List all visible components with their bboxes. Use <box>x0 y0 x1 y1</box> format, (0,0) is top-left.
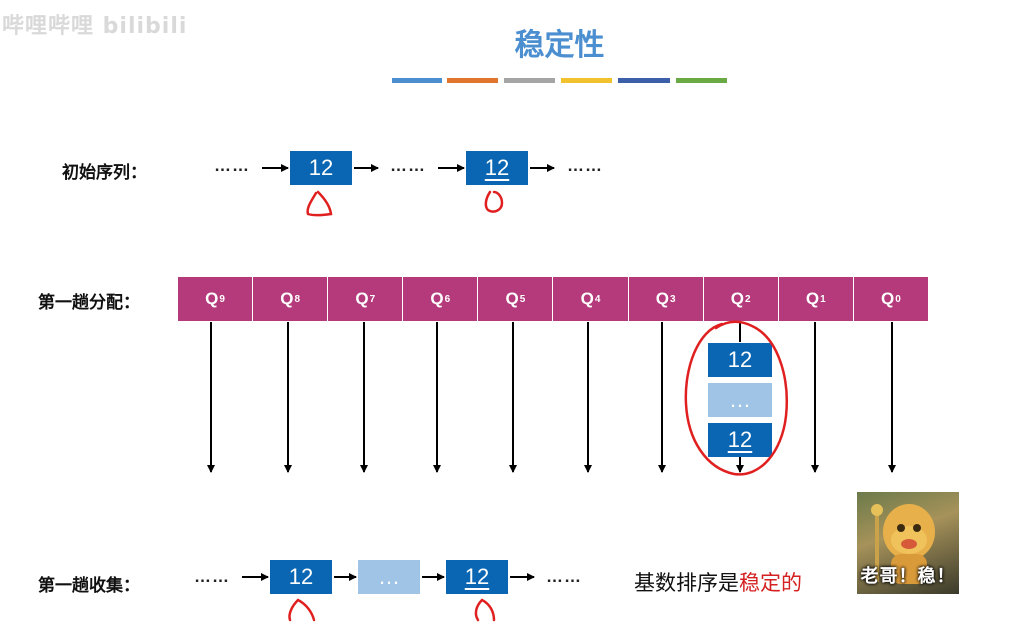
q2-record-top: 12 <box>708 343 772 377</box>
record-value-underlined: 12 <box>727 427 753 452</box>
color-bar-segment <box>676 78 727 83</box>
watermark: 哔哩哔哩 bilibili <box>2 14 188 39</box>
ellipsis: …… <box>390 156 426 175</box>
queue-index: 4 <box>594 293 601 305</box>
queue-index: 6 <box>444 293 451 305</box>
queue-index: 5 <box>519 293 526 305</box>
record-value: 12 <box>727 347 753 372</box>
red-circle-mark <box>684 320 788 476</box>
queue-name: Q <box>880 289 895 308</box>
record-value: 12 <box>288 564 314 589</box>
color-bar-segment <box>561 78 612 83</box>
ellipsis: …… <box>214 156 250 175</box>
color-bar-segment <box>392 78 442 83</box>
red-handwritten-mark <box>484 190 504 213</box>
queue-name: Q <box>805 289 820 308</box>
record-value: 12 <box>308 155 334 180</box>
record-value-underlined: 12 <box>464 564 490 589</box>
queue-name: Q <box>580 289 594 308</box>
meme-caption: 老哥！稳！ <box>860 566 956 587</box>
ellipsis: …… <box>194 567 230 586</box>
color-bar-segment <box>618 78 670 83</box>
meme-image: 老哥！稳！ <box>857 492 959 594</box>
record-value-underlined: 12 <box>484 155 510 180</box>
conclusion-highlight: 稳定的 <box>739 571 802 595</box>
red-handwritten-mark <box>474 598 496 622</box>
first-collection-label: 第一趟收集： <box>38 576 140 596</box>
q2-record-bottom: 12 <box>708 423 772 457</box>
initial-sequence-label: 初始序列： <box>62 163 147 183</box>
queue-name: Q <box>280 289 294 308</box>
color-bar-segment <box>504 78 555 83</box>
conclusion-text: 基数排序是稳定的 <box>634 567 802 597</box>
ellipsis: …… <box>546 567 582 586</box>
conclusion-prefix: 基数排序是 <box>634 571 739 595</box>
queue-index: 0 <box>895 293 901 305</box>
q2-record-middle: … <box>708 383 772 417</box>
queue-name: Q <box>505 289 519 308</box>
queue-index: 9 <box>219 293 225 305</box>
record-ellipsis: … <box>729 387 751 412</box>
page-title: 稳定性 <box>514 28 605 63</box>
collected-record-middle: … <box>358 560 420 594</box>
queue-index: 2 <box>745 293 751 305</box>
queue-name: Q <box>655 289 669 308</box>
record-box-second: 12 <box>466 151 528 185</box>
collected-record-first: 12 <box>270 560 332 594</box>
queue-index: 3 <box>669 293 676 305</box>
queue-name: Q <box>205 289 219 308</box>
queue-name: Q <box>730 289 745 308</box>
queue-name: Q <box>430 289 444 308</box>
queue-name: Q <box>355 289 369 308</box>
queue-index: 1 <box>820 293 826 305</box>
red-handwritten-mark <box>288 598 316 622</box>
record-box-first: 12 <box>290 151 352 185</box>
first-distribution-label: 第一趟分配： <box>38 293 140 313</box>
record-ellipsis: … <box>378 564 400 589</box>
ellipsis: …… <box>567 156 603 175</box>
meme-figure-icon <box>871 504 935 584</box>
queue-index: 8 <box>294 293 301 305</box>
color-bar-segment <box>447 78 498 83</box>
queue-index: 7 <box>369 293 376 305</box>
red-handwritten-mark <box>306 190 333 217</box>
collected-record-second: 12 <box>446 560 508 594</box>
